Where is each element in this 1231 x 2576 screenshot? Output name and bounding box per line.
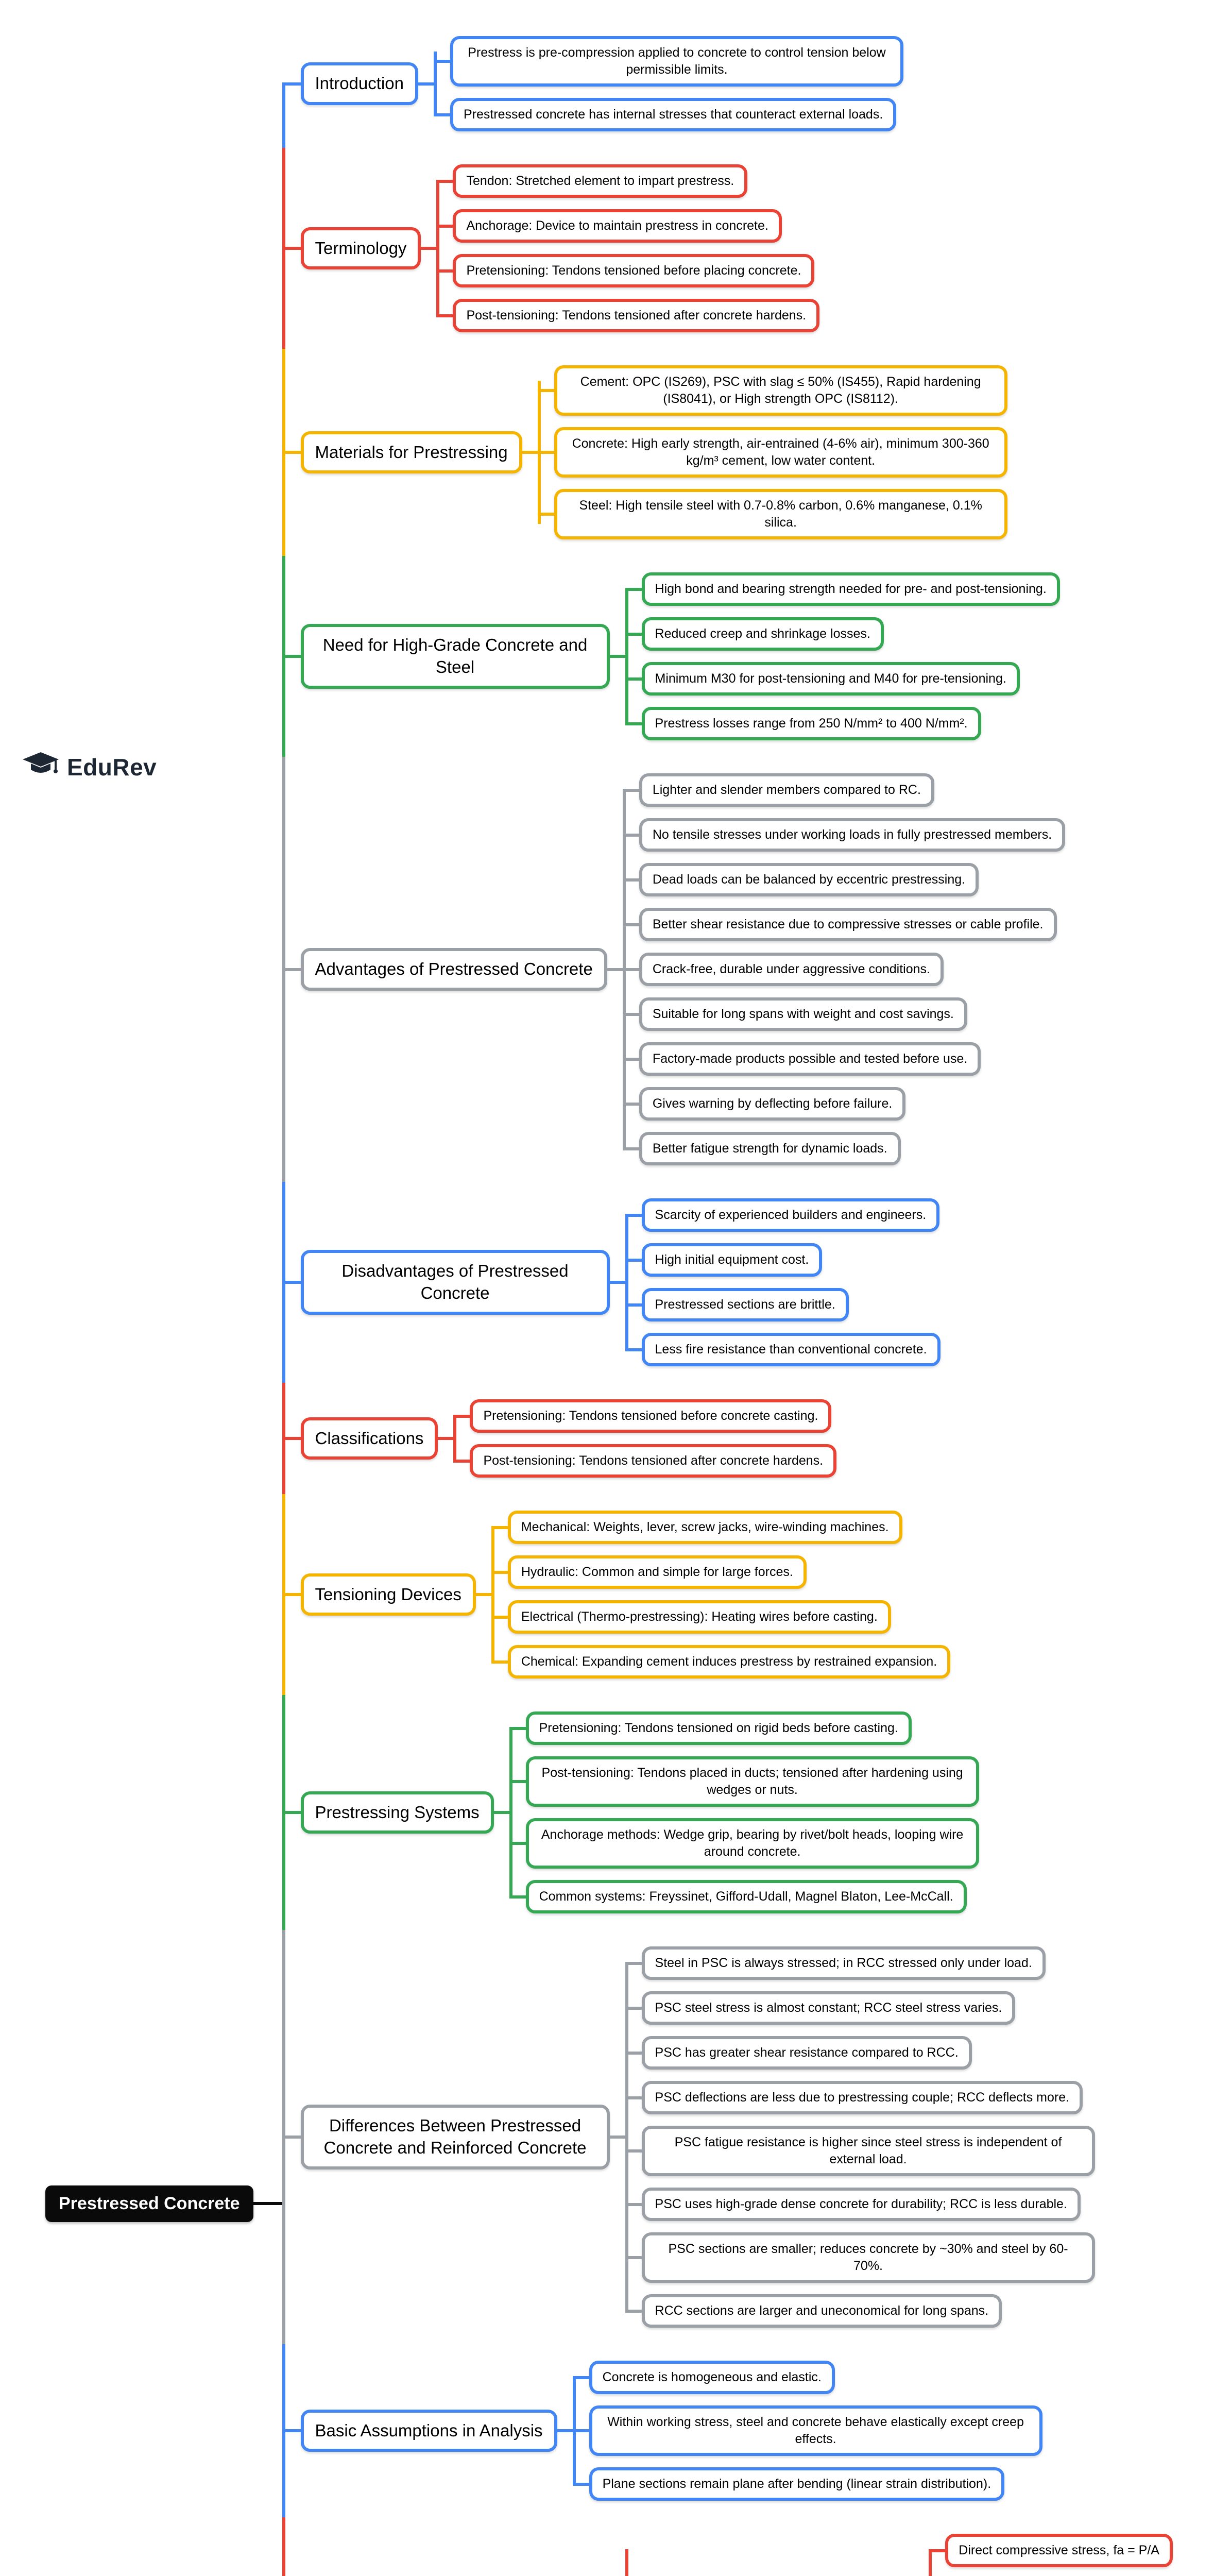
graduation-cap-icon [22, 751, 60, 783]
children-column: Case 1: Beam with Concentric TendonDirec… [625, 2534, 1231, 2576]
branch: Advantages of Prestressed Concrete Lighte… [282, 757, 1231, 1182]
brand-text: EduRev [67, 753, 157, 781]
leaf-node: Minimum M30 for post-tensioning and M40 … [625, 662, 1020, 696]
leaf-node: Prestressed sections are brittle. [625, 1288, 849, 1321]
children-column: Direct compressive stress, fa = P/ABendi… [929, 2534, 1181, 2576]
branch: Analysis of Stress in Prestressed BeamsC… [282, 2517, 1231, 2576]
leaf-node: Gives warning by deflecting before failu… [622, 1087, 906, 1121]
branch: Differences Between Prestressed Concrete… [282, 1930, 1231, 2344]
leaf-node: Steel in PSC is always stressed; in RCC … [625, 1946, 1046, 1980]
leaf-node: Post-tensioning: Tendons tensioned after… [436, 299, 820, 332]
leaf-node: Pretensioning: Tendons tensioned before … [436, 254, 815, 287]
leaf-node: Direct compressive stress, fa = P/A [929, 2534, 1173, 2567]
branch-node: Prestressing Systems [300, 1791, 494, 1834]
leaf-node: Suitable for long spans with weight and … [622, 997, 967, 1031]
branch-node: Disadvantages of Prestressed Concrete [300, 1250, 610, 1315]
leaf-node: PSC sections are smaller; reduces concre… [625, 2232, 1095, 2283]
children-column: Lighter and slender members compared to … [607, 773, 1066, 1165]
leaf-node: PSC uses high-grade dense concrete for d… [625, 2188, 1081, 2221]
leaf-node: Pretensioning: Tendons tensioned before … [453, 1399, 832, 1433]
root-node: Prestressed Concrete [45, 2185, 282, 2222]
leaf-node: PSC has greater shear resistance compare… [625, 2036, 972, 2070]
leaf-node: Prestress is pre-compression applied to … [433, 36, 903, 87]
branch: Tensioning Devices Mechanical: Weights, l… [282, 1494, 1231, 1695]
leaf-node: Scarcity of experienced builders and eng… [625, 1198, 940, 1232]
branch: Introduction Prestress is pre-compression… [282, 36, 1231, 148]
leaf-node: Electrical (Thermo-prestressing): Heatin… [491, 1600, 891, 1634]
children-column: Tendon: Stretched element to impart pres… [421, 164, 820, 332]
branch: Terminology Tendon: Stretched element to … [282, 148, 1231, 349]
branch: Materials for Prestressing Cement: OPC (I… [282, 349, 1231, 556]
branch-node: Materials for Prestressing [300, 431, 522, 474]
branch: Prestressing Systems Pretensioning: Tendo… [282, 1695, 1231, 1930]
children-column: Pretensioning: Tendons tensioned on rigi… [493, 1711, 979, 1913]
branch-node: Classifications [300, 1417, 438, 1460]
leaf-node: Plane sections remain plane after bendin… [572, 2467, 1005, 2501]
children-column: Cement: OPC (IS269), PSC with slag ≤ 50%… [522, 365, 1007, 539]
branch-node: Terminology [300, 227, 421, 270]
leaf-node: PSC deflections are less due to prestres… [625, 2081, 1083, 2114]
leaf-node: Concrete is homogeneous and elastic. [572, 2361, 835, 2394]
leaf-node: Pretensioning: Tendons tensioned on rigi… [509, 1711, 912, 1745]
leaf-node: No tensile stresses under working loads … [622, 818, 1066, 852]
branch: Need for High-Grade Concrete and Steel Hi… [282, 556, 1231, 757]
leaf-node: Mechanical: Weights, lever, screw jacks,… [491, 1511, 902, 1544]
children-column: Prestress is pre-compression applied to … [418, 36, 903, 131]
leaf-node: Hydraulic: Common and simple for large f… [491, 1555, 807, 1589]
leaf-node: Anchorage: Device to maintain prestress … [436, 209, 782, 243]
branches-column: Introduction Prestress is pre-compression… [282, 36, 1231, 2576]
branch-node: Tensioning Devices [300, 1573, 476, 1616]
leaf-node: RCC sections are larger and uneconomical… [625, 2294, 1002, 2328]
leaf-node: Cement: OPC (IS269), PSC with slag ≤ 50%… [537, 365, 1007, 416]
leaf-node: Post-tensioning: Tendons placed in ducts… [509, 1756, 979, 1807]
leaf-node: Tendon: Stretched element to impart pres… [436, 164, 748, 198]
edurev-logo-top: EduRev [22, 751, 157, 783]
children-column: Scarcity of experienced builders and eng… [609, 1198, 941, 1366]
children-column: Mechanical: Weights, lever, screw jacks,… [475, 1511, 951, 1679]
children-column: Pretensioning: Tendons tensioned before … [438, 1399, 837, 1478]
leaf-node: Post-tensioning: Tendons tensioned after… [453, 1444, 837, 1478]
leaf-node: Concrete: High early strength, air-entra… [537, 427, 1007, 478]
leaf-node: Chemical: Expanding cement induces prest… [491, 1645, 951, 1679]
leaf-node: PSC steel stress is almost constant; RCC… [625, 1991, 1016, 2025]
leaf-node: Within working stress, steel and concret… [572, 2405, 1042, 2456]
children-column: High bond and bearing strength needed fo… [609, 572, 1060, 740]
branch-node: Advantages of Prestressed Concrete [300, 948, 607, 991]
leaf-node: Less fire resistance than conventional c… [625, 1333, 941, 1366]
leaf-node: Prestressed concrete has internal stress… [433, 98, 897, 131]
leaf-node: Dead loads can be balanced by eccentric … [622, 863, 979, 896]
leaf-node: PSC fatigue resistance is higher since s… [625, 2126, 1095, 2176]
leaf-node: Anchorage methods: Wedge grip, bearing b… [509, 1818, 979, 1869]
branch-node: Basic Assumptions in Analysis [300, 2409, 557, 2452]
branch-node: Differences Between Prestressed Concrete… [300, 2105, 610, 2170]
leaf-node: Common systems: Freyssinet, Gifford-Udal… [509, 1880, 967, 1913]
children-column: Steel in PSC is always stressed; in RCC … [609, 1946, 1095, 2328]
leaf-node: Prestress losses range from 250 N/mm² to… [625, 707, 981, 740]
branch-node: Need for High-Grade Concrete and Steel [300, 624, 610, 689]
sub-branch: Case 1: Beam with Concentric TendonDirec… [642, 2534, 1181, 2576]
leaf-node: Steel: High tensile steel with 0.7-0.8% … [537, 489, 1007, 539]
leaf-node: Lighter and slender members compared to … [622, 773, 934, 807]
children-column: Concrete is homogeneous and elastic. With… [557, 2361, 1042, 2501]
leaf-node: High initial equipment cost. [625, 1243, 823, 1277]
branch-node: Introduction [300, 62, 418, 105]
leaf-node: Better shear resistance due to compressi… [622, 908, 1057, 941]
branch: Disadvantages of Prestressed Concrete Sca… [282, 1182, 1231, 1383]
leaf-node: Factory-made products possible and teste… [622, 1042, 981, 1076]
leaf-node: Crack-free, durable under aggressive con… [622, 953, 944, 986]
leaf-node: Better fatigue strength for dynamic load… [622, 1132, 901, 1165]
leaf-node: High bond and bearing strength needed fo… [625, 572, 1060, 606]
leaf-node: Reduced creep and shrinkage losses. [625, 617, 884, 651]
branch: Classifications Pretensioning: Tendons te… [282, 1383, 1231, 1494]
